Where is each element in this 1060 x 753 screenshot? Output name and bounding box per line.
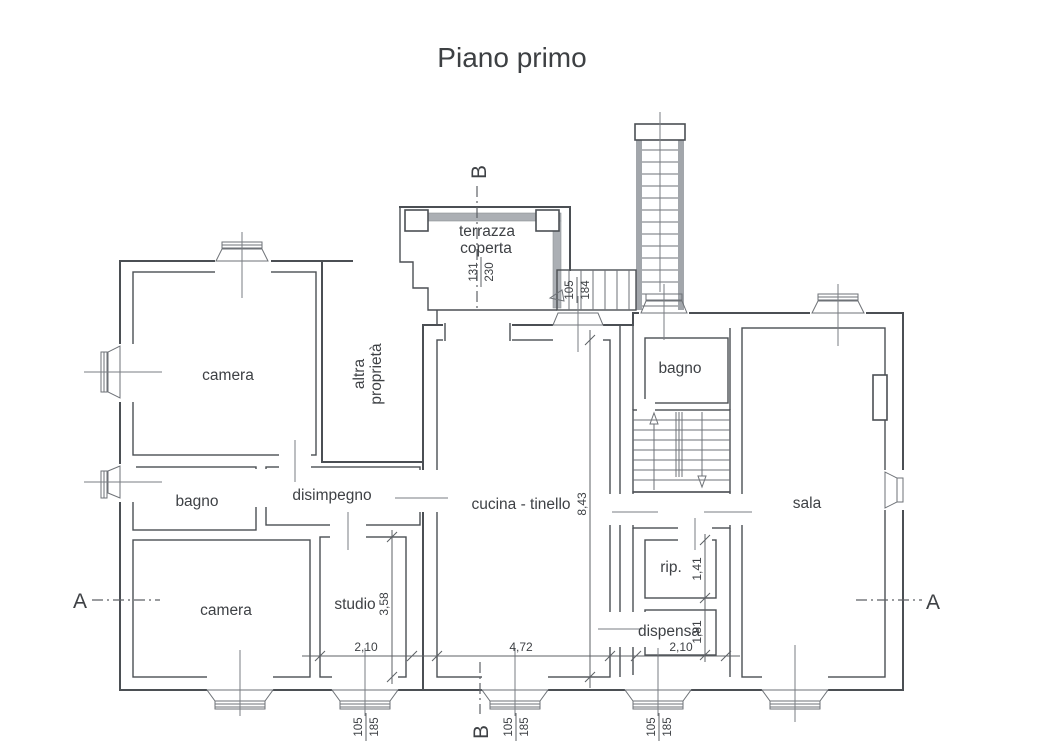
svg-text:185: 185 — [662, 717, 674, 736]
label-terrazza-line2: coperta — [460, 240, 512, 257]
dim-window-dispensa: 105 185 — [646, 713, 674, 741]
svg-text:105: 105 — [564, 280, 576, 299]
label-dispensa: dispensa — [638, 623, 700, 640]
label-altra-proprieta: altra proprietà — [351, 343, 385, 405]
svg-text:185: 185 — [369, 717, 381, 736]
svg-text:184: 184 — [580, 280, 592, 300]
room-labels: camera bagno disimpegno camera studio cu… — [175, 223, 821, 640]
windows — [84, 232, 905, 722]
label-bagno-right: bagno — [658, 360, 701, 377]
svg-text:altra: altra — [351, 359, 368, 390]
label-rip: rip. — [660, 559, 682, 576]
internal-staircase — [633, 411, 730, 490]
label-sala: sala — [793, 495, 822, 512]
dim-stair-door: 105 184 — [564, 277, 592, 303]
sala-wall-niche — [872, 374, 888, 421]
dimensions: 8,43 2,10 4,72 2,10 3,58 1,41 1,81 131 2… — [302, 257, 740, 741]
label-terrazza-line1: terrazza — [459, 223, 515, 240]
stair-direction-arrow — [548, 289, 565, 302]
terrace-pillar-right — [535, 209, 560, 232]
stair-down-arrow — [697, 475, 707, 489]
svg-text:105: 105 — [503, 717, 515, 736]
svg-text:105: 105 — [646, 717, 658, 736]
door-openings — [252, 322, 746, 647]
svg-text:105: 105 — [353, 717, 365, 736]
label-studio: studio — [334, 596, 375, 613]
label-camera-top: camera — [202, 367, 254, 384]
svg-text:proprietà: proprietà — [368, 343, 385, 405]
dim-window-studio: 105 185 — [353, 713, 381, 741]
section-a-right: A — [926, 591, 940, 614]
page-title: Piano primo — [437, 42, 587, 73]
section-b-top: B — [468, 165, 491, 179]
dim-terrazza-window: 131 230 — [468, 257, 496, 287]
svg-text:131: 131 — [468, 262, 480, 281]
dim-rip-depth: 1,41 — [690, 557, 704, 581]
label-cucina: cucina - tinello — [471, 496, 570, 513]
section-markers: A A B B — [73, 165, 940, 739]
svg-text:185: 185 — [519, 717, 531, 736]
terrace-pillar-left — [404, 209, 429, 232]
label-disimpegno: disimpegno — [292, 487, 371, 504]
label-camera-bottom: camera — [200, 602, 252, 619]
dim-cucina-width: 4,72 — [509, 640, 533, 654]
section-a-left: A — [73, 590, 87, 613]
svg-text:230: 230 — [484, 262, 496, 281]
terrace — [399, 206, 571, 326]
dim-studio-width: 2,10 — [354, 640, 378, 654]
dim-dispensa-depth: 1,81 — [690, 620, 704, 644]
dim-cucina-depth: 8,43 — [575, 492, 589, 516]
door-jambs — [444, 323, 511, 341]
label-bagno-left: bagno — [175, 493, 218, 510]
door-centerlines — [294, 440, 752, 630]
stair-up-arrow — [649, 411, 659, 425]
section-b-bottom: B — [470, 725, 493, 739]
dim-dispensa-width: 2,10 — [669, 640, 693, 654]
dim-window-cucina: 105 185 — [503, 713, 531, 741]
dim-studio-depth: 3,58 — [377, 592, 391, 616]
external-staircase — [548, 112, 686, 311]
